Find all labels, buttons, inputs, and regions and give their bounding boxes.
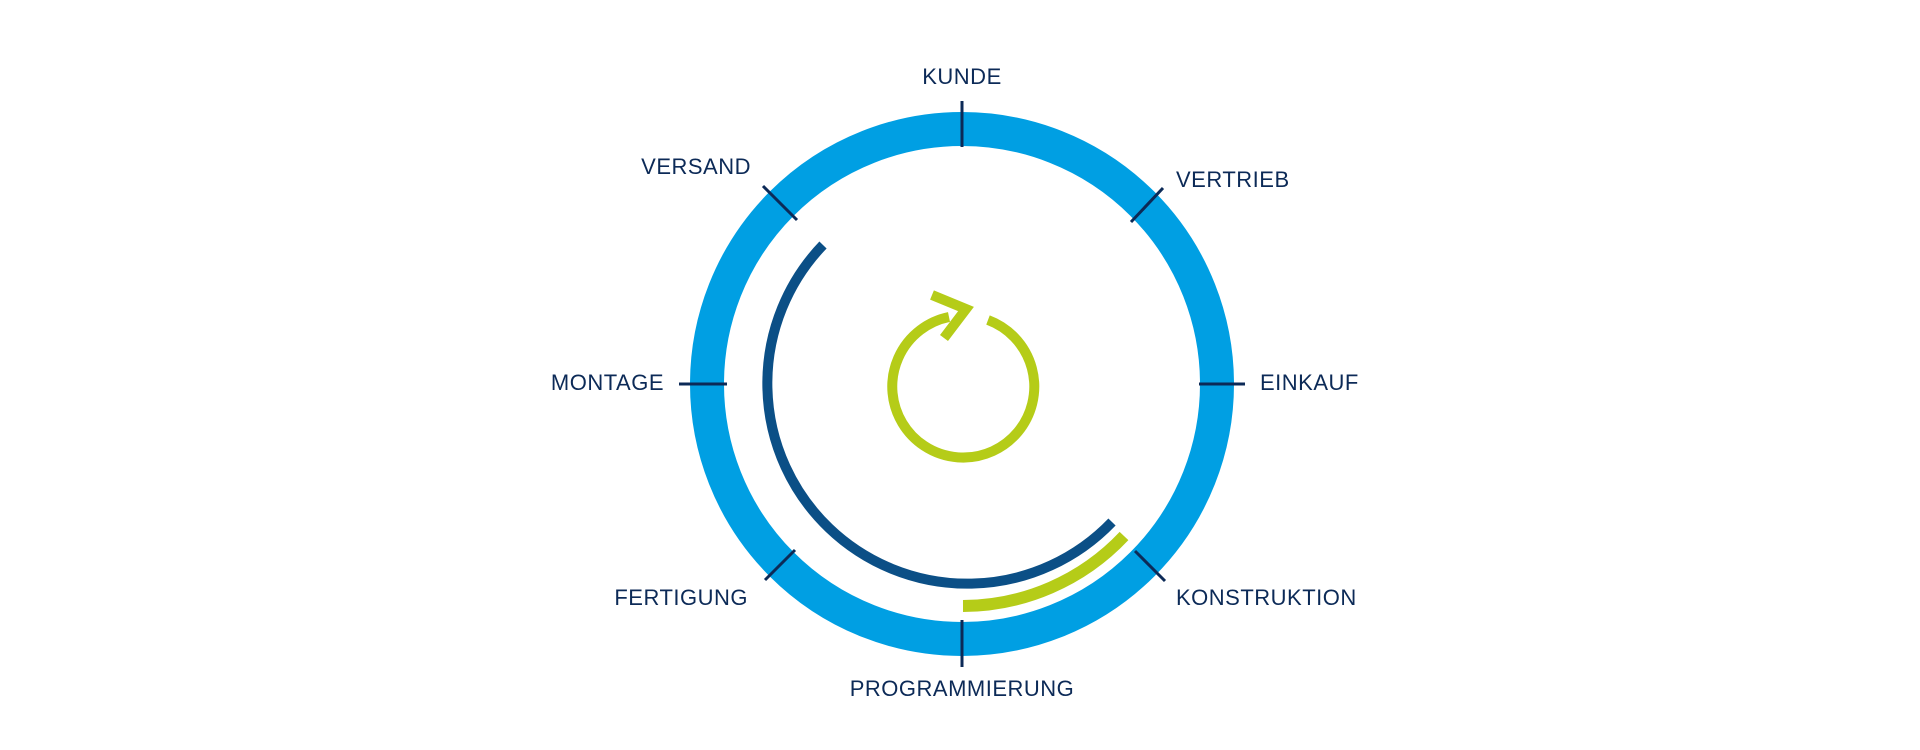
tick-vertrieb [1129,186,1165,224]
stage-ticks [679,101,1245,667]
label-montage: MONTAGE [551,370,664,395]
label-einkauf: EINKAUF [1260,370,1359,395]
refresh-cycle-arrowhead [930,290,974,342]
label-programmierung: PROGRAMMIERUNG [850,676,1075,701]
tick-fertigung [763,548,797,582]
label-kunde: KUNDE [922,64,1002,89]
accent-progress-arc [962,531,1129,612]
tick-versand [761,184,799,222]
refresh-cycle-arc [887,312,1040,463]
label-fertigung: FERTIGUNG [614,585,748,610]
refresh-cycle-icon [887,290,1040,463]
tick-konstruktion [1133,549,1167,583]
label-vertrieb: VERTRIEB [1176,167,1290,192]
label-versand: VERSAND [641,154,751,179]
label-konstruktion: KONSTRUKTION [1176,585,1357,610]
inner-progress-arc [762,241,1116,589]
stage-labels: KUNDE VERTRIEB EINKAUF KONSTRUKTION PROG… [551,64,1359,701]
